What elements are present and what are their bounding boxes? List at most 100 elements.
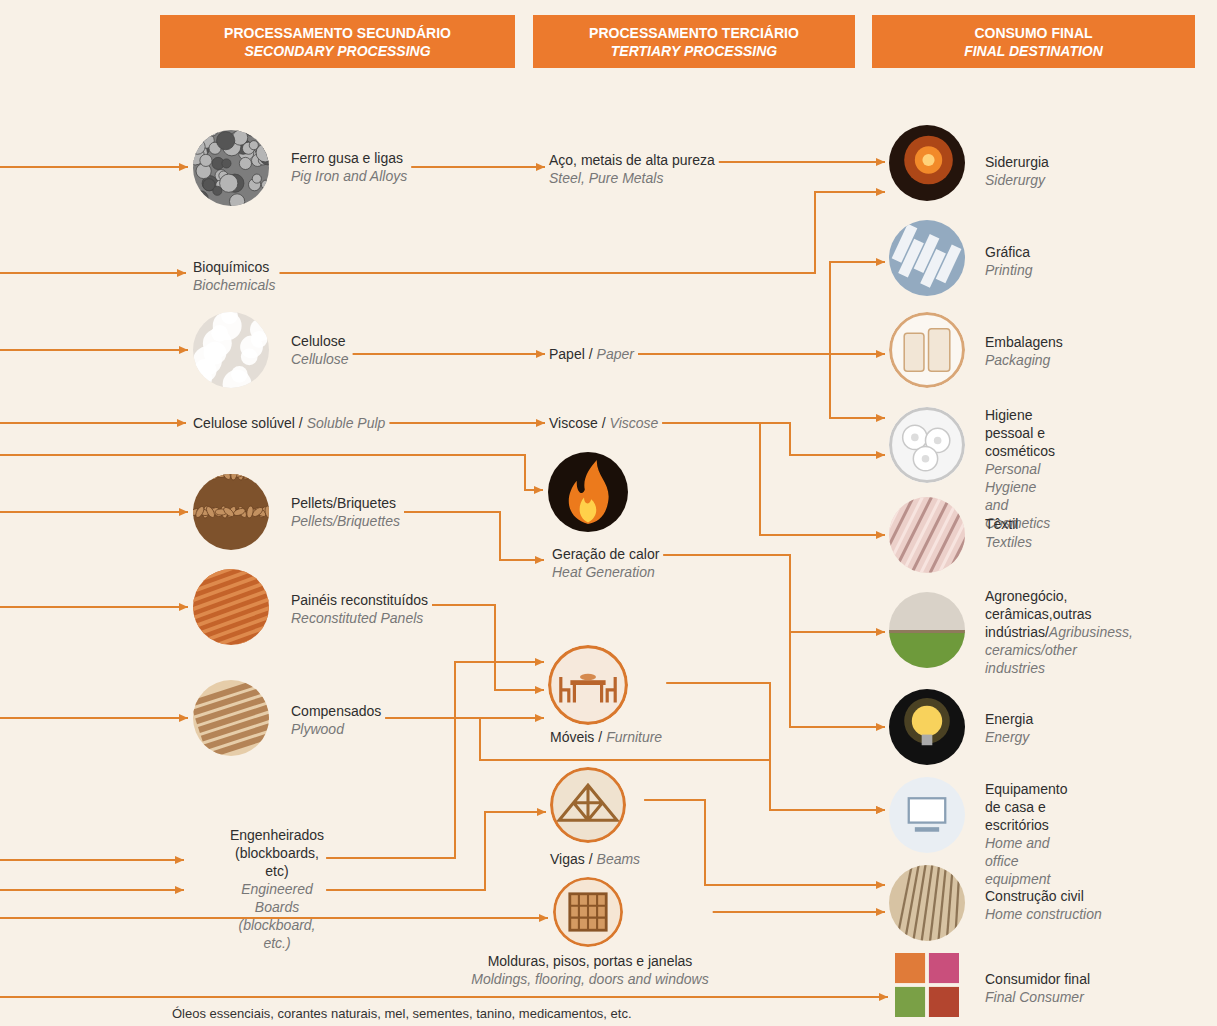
label-pt: Móveis / — [550, 729, 602, 745]
flow-arrow — [326, 812, 546, 890]
icon-shape — [548, 645, 628, 725]
icon-shape — [229, 194, 244, 206]
icon-shape — [193, 474, 269, 550]
text-block: SiderurgiaSiderurgy — [985, 153, 1049, 189]
process-node: EnergiaEnergy — [885, 685, 1037, 769]
label-en: Energy — [985, 728, 1033, 746]
icon-shape — [553, 877, 623, 947]
icon-shape — [957, 497, 965, 573]
icon-shape — [249, 141, 258, 150]
text-block: Molduras, pisos, portas e janelasMolding… — [471, 952, 708, 988]
text-block: Celulose solúvel /Soluble Pulp — [193, 414, 385, 432]
flow-arrow — [662, 423, 885, 535]
icon-shape — [889, 312, 965, 388]
text-block: Agronegócio, cerâmicas,outras indústrias… — [985, 587, 1137, 677]
icon-shape — [233, 507, 247, 517]
text-block: Aço, metais de alta purezaSteel, Pure Me… — [549, 151, 715, 187]
icon-shape — [552, 769, 625, 842]
label-pt: Papel / — [549, 346, 593, 362]
icon-shape — [915, 146, 942, 173]
flow-arrow — [662, 423, 885, 455]
icon-shape — [889, 220, 965, 296]
process-node: Viscose /Viscose — [545, 410, 662, 436]
icon-shape — [193, 571, 268, 606]
label-pt: Celulose — [291, 332, 349, 350]
flow-arrow — [404, 512, 544, 560]
label-en: Packaging — [985, 351, 1063, 369]
text-block: Ferro gusa e ligasPig Iron and Alloys — [291, 149, 407, 185]
label-pt: Vigas / — [550, 851, 593, 867]
node-icon — [550, 767, 626, 843]
node-icon — [889, 220, 965, 296]
label-pt: Bioquímicos — [193, 258, 275, 276]
label-pt: Energia — [985, 710, 1033, 728]
process-node: EmbalagensPackaging — [885, 308, 1067, 392]
node-icon — [889, 407, 965, 483]
icon-shape — [889, 865, 965, 941]
node-icon — [889, 125, 965, 201]
icon-shape — [193, 474, 269, 550]
icon-shape — [889, 497, 965, 573]
icon-shape — [889, 632, 965, 668]
icon-shape — [915, 827, 939, 832]
icon-shape — [936, 244, 962, 283]
stage-header: CONSUMO FINALFINAL DESTINATION — [872, 15, 1195, 68]
process-node: SiderurgiaSiderurgy — [885, 121, 1053, 205]
flow-arrow — [411, 166, 545, 168]
label-pt: Gráfica — [985, 243, 1032, 261]
icon-shape — [891, 314, 964, 387]
icon-shape — [193, 680, 269, 756]
node-icon — [193, 312, 269, 388]
icon-shape — [206, 731, 269, 756]
stage-header: PROCESSAMENTO TERCIÁRIOTERTIARY PROCESSI… — [533, 15, 855, 68]
icon-shape — [889, 592, 965, 668]
label-pt: Engenheirados (blockboards, etc) — [228, 826, 326, 880]
label-en: Siderurgy — [985, 171, 1049, 189]
text-block: PROCESSAMENTO TERCIÁRIOTERTIARY PROCESSI… — [589, 24, 799, 60]
icon-shape — [550, 767, 626, 843]
icon-shape — [889, 777, 965, 853]
text-block: EmbalagensPackaging — [985, 333, 1063, 369]
process-node: Ferro gusa e ligasPig Iron and Alloys — [189, 126, 411, 210]
icon-shape — [554, 878, 621, 945]
flow-arrow — [666, 683, 885, 810]
icon-shape — [193, 474, 199, 477]
text-block: PROCESSAMENTO SECUNDÁRIOSECONDARY PROCES… — [224, 24, 451, 60]
icon-shape — [193, 139, 205, 154]
flow-arrow — [719, 161, 885, 163]
icon-shape — [889, 592, 965, 668]
icon-shape — [889, 777, 965, 853]
icon-shape — [929, 987, 959, 1017]
input-arrow — [0, 166, 188, 168]
flow-arrow — [353, 353, 545, 355]
label-en: Pellets/Briquettes — [291, 512, 400, 530]
icon-shape — [222, 159, 231, 168]
label-en: Soluble Pulp — [307, 415, 386, 431]
icon-shape — [221, 474, 232, 481]
label-en: SECONDARY PROCESSING — [224, 42, 451, 60]
icon-shape — [199, 474, 211, 477]
icon-shape — [193, 579, 269, 614]
icon-shape — [255, 130, 264, 138]
icon-shape — [194, 474, 207, 480]
icon-shape — [211, 325, 228, 342]
icon-shape — [231, 366, 248, 383]
text-block: Engenheirados (blockboards, etc)Engineer… — [228, 826, 326, 952]
icon-shape — [570, 680, 605, 685]
label-pt: PROCESSAMENTO TERCIÁRIO — [589, 24, 799, 42]
icon-shape — [262, 474, 269, 481]
icon-shape — [256, 474, 269, 479]
input-arrow — [0, 859, 184, 861]
label-en: Pig Iron and Alloys — [291, 167, 407, 185]
flow-arrow — [663, 555, 885, 632]
node-icon — [193, 474, 269, 550]
text-block: CompensadosPlywood — [291, 702, 381, 738]
icon-shape — [955, 865, 960, 941]
icon-shape — [922, 735, 933, 746]
icon-shape — [253, 474, 264, 481]
node-icon — [889, 592, 965, 668]
icon-shape — [193, 130, 198, 135]
label-pt: Geração de calor — [552, 545, 659, 563]
label-pt: Viscose / — [549, 415, 606, 431]
